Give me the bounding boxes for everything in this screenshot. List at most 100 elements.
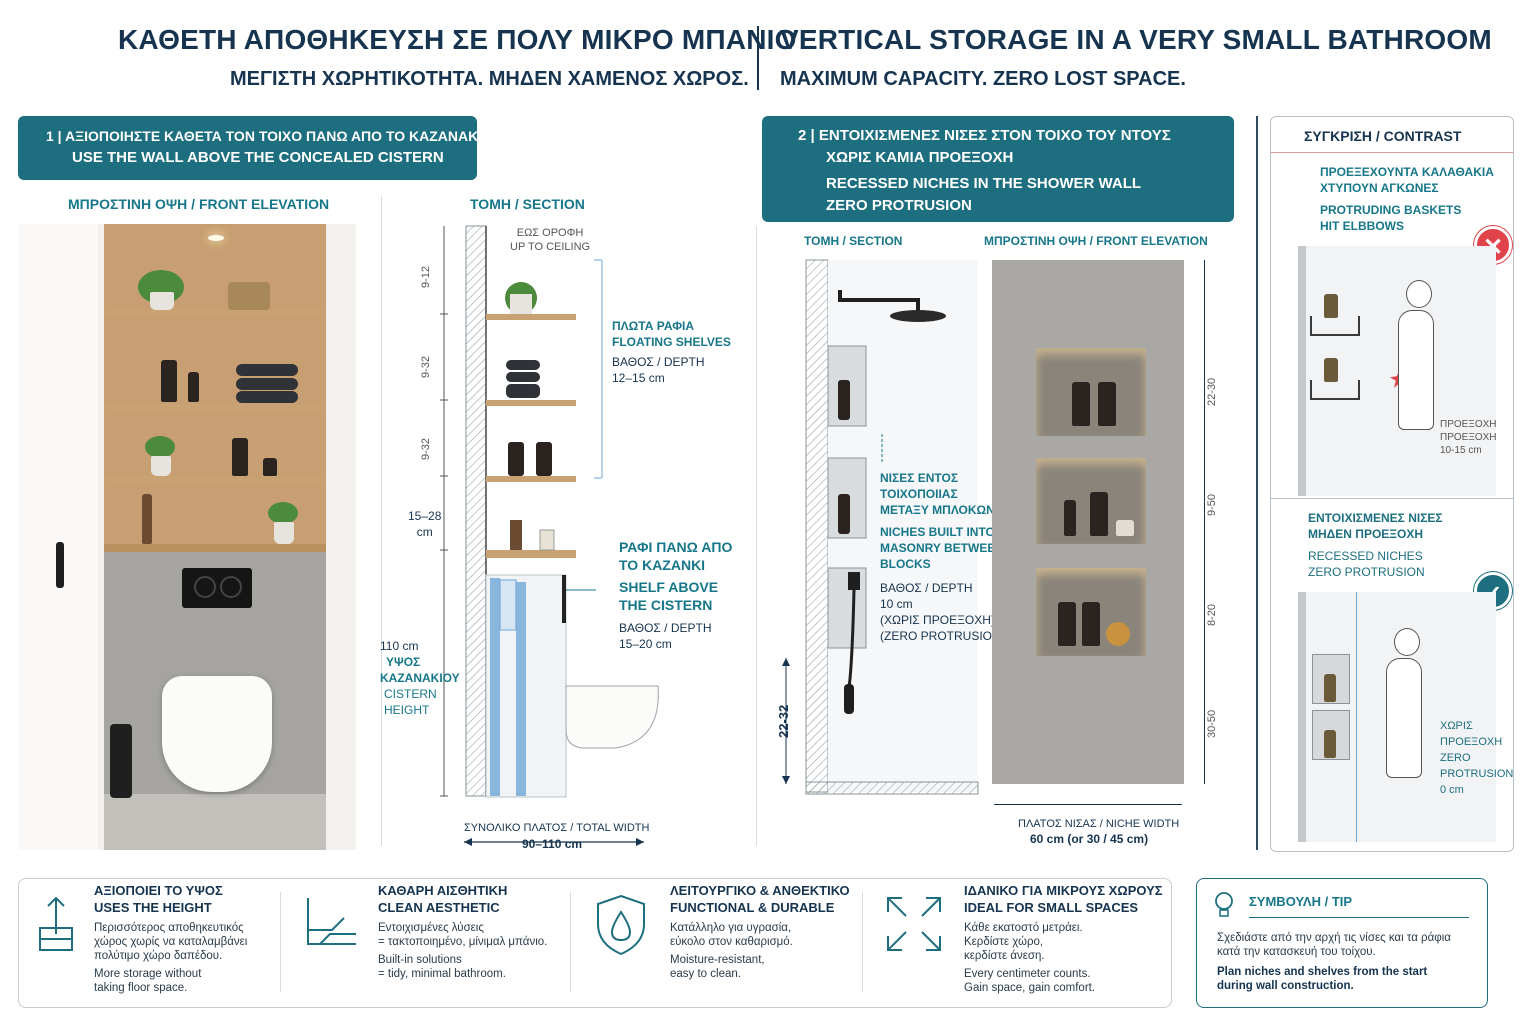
benefit-uses-height: ΑΞΙΟΠΟΙΕΙ ΤΟ ΥΨΟΣ USES THE HEIGHT Περισσ… — [94, 882, 247, 995]
title-english: VERTICAL STORAGE IN A VERY SMALL BATHROO… — [780, 24, 1492, 55]
good-gr2: ΜΗΔΕΝ ΠΡΟΕΞΟΧΗ — [1308, 527, 1424, 541]
shelf-3 — [106, 476, 324, 482]
niche-dim-3: 8-20 — [1206, 603, 1218, 626]
niche-dim-2: 9-50 — [1206, 493, 1218, 516]
good-en2: ZERO PROTRUSION — [1308, 565, 1425, 579]
cistern-height-en2: HEIGHT — [384, 703, 430, 717]
shelf-spacing-value: 15–28 — [408, 509, 442, 523]
pot-icon — [510, 294, 532, 314]
total-width-label: ΣΥΝΟΛΙΚΟ ΠΛΑΤΟΣ / TOTAL WIDTH — [464, 822, 650, 834]
section2-banner-line3: RECESSED NICHES IN THE SHOWER WALL — [826, 175, 1142, 192]
bad-note-2: ΠΡΟΕΞΟΧΗ — [1440, 432, 1497, 443]
shelf-spacing-dim-b: 9-32 — [420, 355, 432, 378]
cistern-shelf — [104, 544, 326, 552]
person-head-icon — [1394, 628, 1420, 656]
plant-icon — [145, 436, 175, 458]
pipe-icon — [516, 582, 526, 796]
good-note-value: 0 cm — [1440, 784, 1464, 796]
bad-en1: PROTRUDING BASKETS — [1320, 203, 1462, 217]
section1-drawing — [440, 225, 659, 846]
niche-1 — [1036, 348, 1146, 436]
tip-text-gr1: Σχεδιάστε από την αρχή τις νίσες και τα … — [1217, 932, 1451, 944]
pot-icon — [151, 456, 171, 476]
shelf-above-gr1: ΡΑΦΙ ΠΑΝΩ ΑΠΟ — [619, 539, 733, 555]
bad-gr2: ΧΤΥΠΟΥΝ ΑΓΚΩΝΕΣ — [1320, 181, 1439, 195]
cistern-height-annotation: 110 cm ΥΨΟΣ ΚΑΖΑΝΑΚΙΟΥ CISTERN HEIGHT — [380, 638, 460, 718]
mixer-valve-icon — [848, 572, 860, 590]
tip-text-en2: during wall construction. — [1217, 980, 1354, 992]
niches-gr1: ΝΙΣΕΣ ΕΝΤΟΣ — [880, 471, 959, 485]
benefit-3-title-gr: ΛΕΙΤΟΥΡΓΙΚΟ & ΑΝΘΕΚΤΙΚΟ — [670, 883, 850, 898]
floating-shelves-en: FLOATING SHELVES — [612, 335, 731, 349]
flush-button-icon — [220, 576, 242, 598]
cistern-height-value: 110 cm — [380, 639, 419, 653]
benefit-3-title-en: FUNCTIONAL & DURABLE — [670, 900, 835, 915]
tip-title-rule — [1249, 917, 1469, 918]
shelf-1 — [106, 310, 324, 316]
tip-box: ΣΥΜΒΟΥΛΗ / TIP Σχεδιάστε από την αρχή τι… — [1196, 878, 1488, 1008]
section1-banner: 1 | ΑΞΙΟΠΟΙΗΣΤΕ ΚΑΘΕΤΑ ΤΟΝ ΤΟΙΧΟ ΠΑΝΩ ΑΠ… — [18, 116, 483, 180]
shelf-spacing-unit: cm — [416, 525, 433, 539]
water-drop-shield-icon — [597, 894, 645, 956]
toilet-brush-icon — [110, 724, 132, 798]
benefit-2-text-gr2: = τακτοποιημένο, μίνιμαλ μπάνιο. — [378, 936, 548, 948]
bad-protrusion-note: ΠΡΟΕΞΟΧΗ ΠΡΟΕΞΟΧΗ 10-15 cm — [1440, 418, 1497, 457]
flush-button-icon — [194, 576, 216, 598]
niche-width-value: 60 cm (or 30 / 45 cm) — [1030, 832, 1149, 846]
benefit-1-text-gr1: Περισσότερος αποθηκευτικός — [94, 922, 244, 934]
towel-icon — [236, 378, 298, 390]
contrast-title-rule — [1270, 152, 1514, 153]
section2-divider — [756, 226, 757, 846]
niche-depth-note-en: (ZERO PROTRUSION) — [880, 629, 1005, 643]
benefit-1-text-en1: More storage without — [94, 968, 202, 980]
good-gr1: ΕΝΤΟΙΧΙΣΜΕΝΕΣ ΝΙΣΕΣ — [1308, 511, 1443, 525]
towel-icon — [506, 384, 540, 398]
up-to-ceiling-label: ΕΩΣ ΟΡΟΦΗ UP TO CEILING — [510, 226, 590, 254]
benefits-footer — [18, 878, 1172, 1008]
niches-annotation: ΝΙΣΕΣ ΕΝΤΟΣ ΤΟΙΧΟΠΟΙΙΑΣ ΜΕΤΑΞΥ ΜΠΛΟΚΩΝ N… — [880, 470, 1005, 644]
niche-depth-label: ΒΑΘΟΣ / DEPTH — [880, 581, 973, 595]
good-note-gr1: ΧΩΡΙΣ — [1440, 720, 1473, 732]
bad-example-caption: ΠΡΟΕΞΕΧΟΥΝΤΑ ΚΑΛΑΘΑΚΙΑ ΧΤΥΠΟΥΝ ΑΓΚΩΝΕΣ P… — [1320, 164, 1494, 234]
bottle-icon — [508, 442, 524, 476]
floating-depth-value: 12–15 cm — [612, 371, 665, 385]
flush-plate-icon — [182, 568, 252, 608]
towel-icon — [236, 391, 298, 403]
benefit-functional-durable: ΛΕΙΤΟΥΡΓΙΚΟ & ΑΝΘΕΚΤΙΚΟ FUNCTIONAL & DUR… — [670, 882, 850, 981]
shelf-above-cistern-annotation: ΡΑΦΙ ΠΑΝΩ ΑΠΟ ΤΟ ΚΑΖΑΝΚΙ SHELF ABOVE THE… — [619, 538, 732, 652]
section2-section-label: ΤΟΜΗ / SECTION — [804, 234, 903, 248]
niche-width-dim-line — [994, 804, 1182, 805]
reed-diffuser-icon — [510, 520, 522, 550]
front-elevation-illustration — [18, 224, 356, 850]
section2-banner-line2: ΧΩΡΙΣ ΚΑΜΙΑ ΠΡΟΕΞΟΧΗ — [826, 149, 1014, 166]
shelf-2 — [106, 404, 324, 410]
benefit-2-text-en1: Built-in solutions — [378, 954, 462, 966]
niche-dim-1: 22-30 — [1206, 377, 1218, 406]
niche-3 — [1036, 568, 1146, 656]
shelf-above-en2: THE CISTERN — [619, 597, 713, 613]
person-body-icon — [1398, 310, 1434, 430]
benefit-1-text-gr2: χώρος χωρίς να καταλαμβάνει — [94, 936, 248, 948]
shower-masonry-wall — [805, 259, 829, 793]
cistern-height-gr2: ΚΑΖΑΝΑΚΙΟΥ — [380, 671, 460, 685]
toilet-section-icon — [565, 685, 659, 749]
benefit-2-title-gr: ΚΑΘΑΡΗ ΑΙΣΘΗΤΙΚΗ — [378, 883, 508, 898]
section1-banner-line1: 1 | ΑΞΙΟΠΟΙΗΣΤΕ ΚΑΘΕΤΑ ΤΟΝ ΤΟΙΧΟ ΠΑΝΩ ΑΠ… — [46, 128, 483, 144]
good-example-caption: ΕΝΤΟΙΧΙΣΜΕΝΕΣ ΝΙΣΕΣ ΜΗΔΕΝ ΠΡΟΕΞΟΧΗ RECES… — [1308, 510, 1443, 580]
jar-icon — [1116, 520, 1134, 536]
contrast-panel — [1270, 116, 1514, 852]
bad-note-3: 10-15 cm — [1440, 445, 1482, 456]
niche-depth-note-gr: (ΧΩΡΙΣ ΠΡΟΕΞΟΧΗ) — [880, 613, 995, 627]
bottle-icon — [1324, 358, 1338, 382]
reed-diffuser-icon — [142, 494, 152, 544]
person-body-icon — [1386, 658, 1422, 778]
niche-section-1 — [827, 345, 867, 427]
ceiling-light — [208, 235, 224, 241]
benefit-2-title-en: CLEAN AESTHETIC — [378, 900, 500, 915]
shelf-above-depth-value: 15–20 cm — [619, 637, 672, 651]
shower-floor — [805, 781, 979, 795]
benefit-4-text-en2: Gain space, gain comfort. — [964, 982, 1096, 994]
shelf-above-gr2: ΤΟ ΚΑΖΑΝΚΙ — [619, 557, 706, 573]
door-handle-icon — [56, 542, 64, 588]
bottle-icon — [1098, 382, 1116, 426]
